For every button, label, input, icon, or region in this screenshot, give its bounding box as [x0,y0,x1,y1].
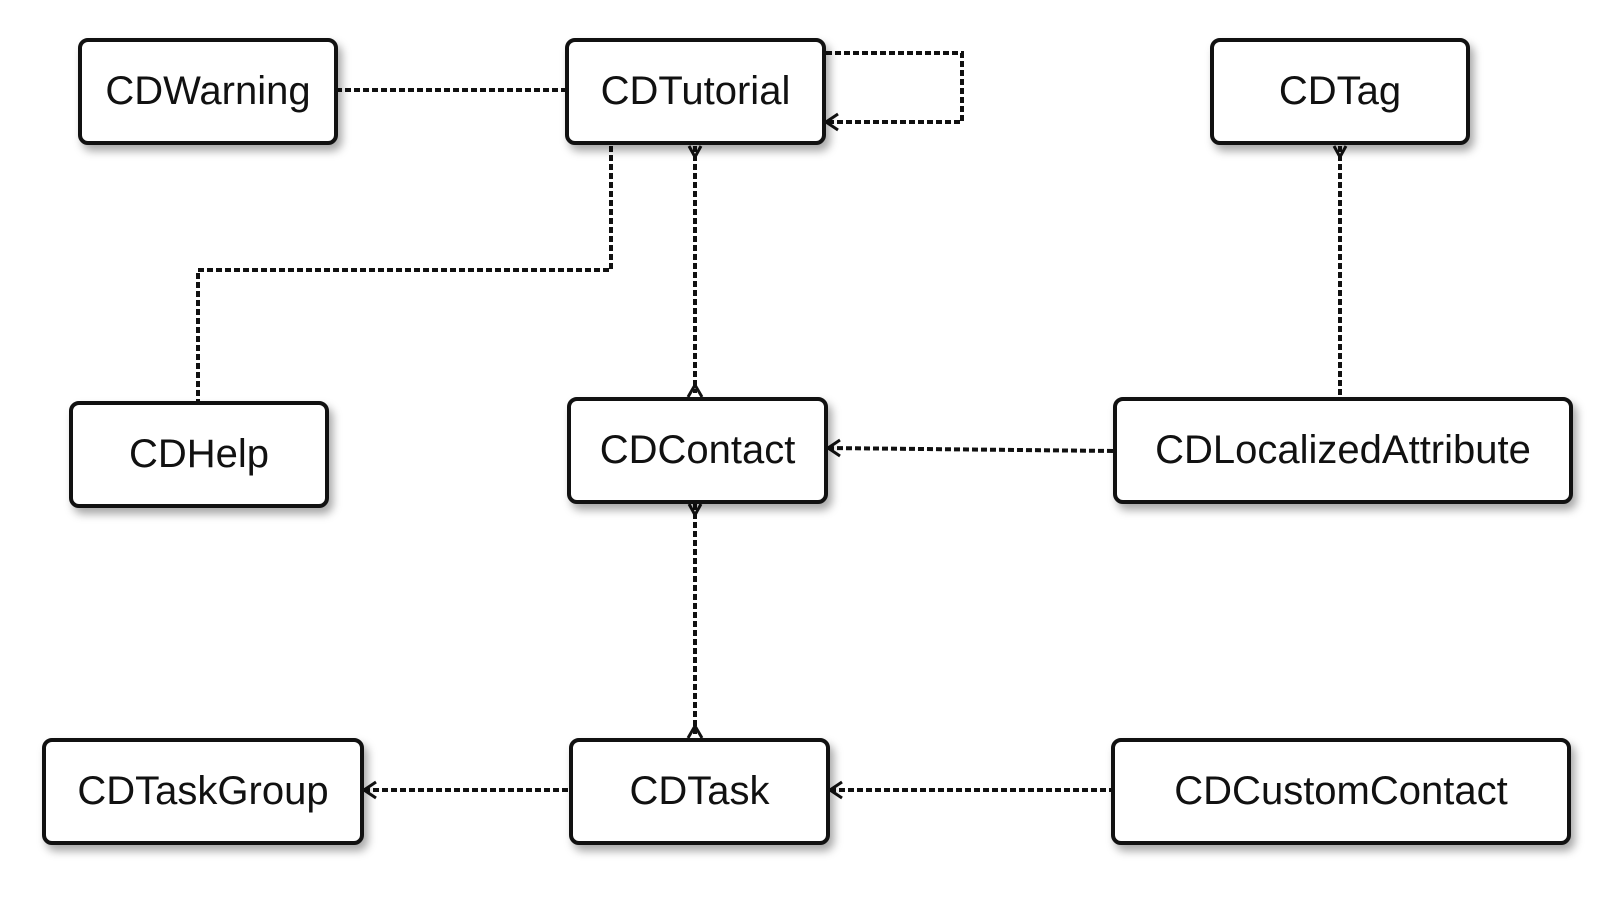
crow-foot-contact-right [825,438,841,458]
entity-label: CDCustomContact [1174,769,1508,813]
crow-foot-tag-bottom [1332,145,1348,161]
entity-cdtag[interactable]: CDTag [1210,38,1470,145]
relationship-localized-attribute-contact [827,446,1114,453]
entity-cdlocalizedattribute[interactable]: CDLocalizedAttribute [1113,397,1573,504]
relationship-tutorial-self [826,51,964,124]
entity-cdtutorial[interactable]: CDTutorial [565,38,826,145]
crow-foot-tutorial-top [687,145,703,161]
entity-cdcontact[interactable]: CDContact [567,397,828,504]
entity-cdtask[interactable]: CDTask [569,738,830,845]
entity-label: CDTutorial [600,69,791,113]
crow-foot-contact-top [686,382,704,398]
entity-label: CDHelp [128,432,270,476]
crow-foot-tutorial-self [823,112,839,132]
entity-label: CDContact [599,428,796,472]
entity-cdcustomcontact[interactable]: CDCustomContact [1111,738,1571,845]
crow-foot-taskgroup-right [361,780,377,800]
entity-label: CDLocalizedAttribute [1155,428,1531,472]
entity-label: CDTask [629,769,770,813]
crow-foot-task-right [827,780,843,800]
entity-cdtaskgroup[interactable]: CDTaskGroup [42,738,364,845]
entity-cdwarning[interactable]: CDWarning [78,38,338,145]
relationship-tutorial-help [196,146,613,401]
entity-cdhelp[interactable]: CDHelp [69,401,329,508]
crow-foot-contact-bottom [687,503,703,519]
crow-foot-task-top [686,723,704,739]
entity-label: CDTag [1278,69,1402,113]
entity-label: CDWarning [105,69,311,113]
entity-label: CDTaskGroup [77,769,329,813]
